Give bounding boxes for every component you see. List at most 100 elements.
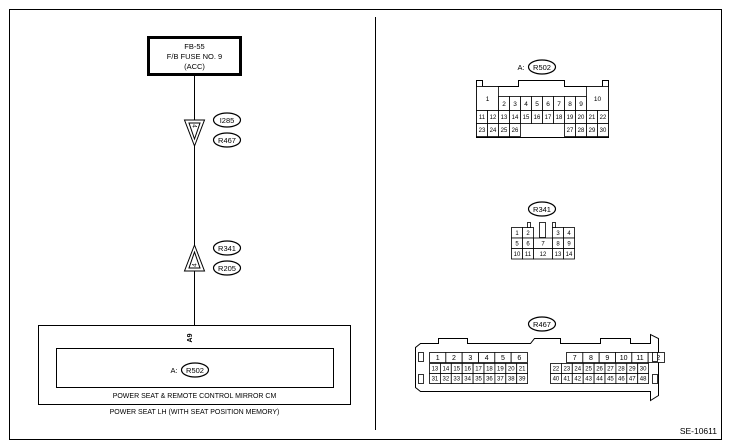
pin-label: 10 bbox=[620, 355, 628, 362]
r467-latch bbox=[652, 374, 658, 384]
pin-label: 18 bbox=[556, 115, 563, 121]
fuse-box-line2: F/B FUSE NO. 9 bbox=[167, 52, 222, 61]
pin-cell: 27 bbox=[604, 363, 617, 374]
svg-text:R502: R502 bbox=[533, 63, 551, 72]
pin-cell: 32 bbox=[439, 373, 452, 384]
pin-cell: 7 bbox=[566, 352, 584, 363]
connector-tag-r341-lower: R341 bbox=[212, 240, 242, 256]
pin-cell: 17 bbox=[542, 110, 554, 124]
pin-label: 48 bbox=[640, 377, 647, 383]
pin-cell: 29 bbox=[626, 363, 639, 374]
pin-cell: 8 bbox=[582, 352, 600, 363]
pin-cell: 16 bbox=[531, 110, 543, 124]
fuse-box-line1: FB-55 bbox=[184, 42, 204, 51]
pin-label: 13 bbox=[432, 367, 439, 373]
pin-cell: 40 bbox=[550, 373, 562, 384]
pin-cell: 23 bbox=[476, 123, 488, 137]
pin-label: 28 bbox=[618, 367, 625, 373]
pin-label: 24 bbox=[490, 128, 497, 134]
pin-label: 13 bbox=[555, 252, 562, 258]
pin-cell: 12 bbox=[487, 110, 499, 124]
pin-cell: 14 bbox=[563, 248, 575, 260]
pin-label: 3 bbox=[468, 355, 472, 362]
pin-label: 23 bbox=[564, 367, 571, 373]
pin-label: 13 bbox=[501, 115, 508, 121]
pin-cell: 1 bbox=[429, 352, 447, 363]
pin-label: 14 bbox=[512, 115, 519, 121]
svg-text:R502: R502 bbox=[186, 366, 204, 375]
pin-label: 24 bbox=[574, 367, 581, 373]
pin-cell: 24 bbox=[571, 363, 584, 374]
pin-label: 21 bbox=[519, 367, 526, 373]
pin-label: 29 bbox=[629, 367, 636, 373]
pin-label: 22 bbox=[600, 115, 607, 121]
pin-cell: 28 bbox=[575, 123, 587, 137]
pin-label: 32 bbox=[443, 377, 450, 383]
pin-cell: 4 bbox=[478, 352, 496, 363]
pin-label: 25 bbox=[501, 128, 508, 134]
pin-label: 37 bbox=[497, 377, 504, 383]
pin-label: 2 bbox=[502, 101, 506, 108]
connector-tag-r467-upper: R467 bbox=[212, 132, 242, 148]
pin-cell: 39 bbox=[516, 373, 529, 384]
cm-outer-box bbox=[38, 325, 351, 405]
pin-cell: 6 bbox=[522, 237, 534, 249]
pin-label: 9 bbox=[567, 241, 571, 247]
pin-cell: 22 bbox=[550, 363, 562, 374]
pin-label: 19 bbox=[567, 115, 574, 121]
svg-text:R341: R341 bbox=[533, 205, 551, 214]
pin-cell: 24 bbox=[487, 123, 499, 137]
pin-label: 26 bbox=[596, 367, 603, 373]
pin-cell: 11 bbox=[522, 248, 534, 260]
pin-label: 14 bbox=[566, 252, 573, 258]
r467-latch bbox=[652, 352, 658, 362]
pin-label: 33 bbox=[453, 377, 460, 383]
pin-label: 47 bbox=[629, 377, 636, 383]
pin-cell: 26 bbox=[593, 363, 606, 374]
pin-cell: 18 bbox=[483, 363, 496, 374]
pin-label: 36 bbox=[486, 377, 493, 383]
pin-label: 3 bbox=[556, 231, 560, 237]
pin-label: 1 bbox=[486, 96, 490, 103]
pin-label: 20 bbox=[578, 115, 585, 121]
pin-cell: 45 bbox=[604, 373, 617, 384]
pin-label: 7 bbox=[557, 101, 561, 108]
pin-cell: 30 bbox=[597, 123, 609, 137]
pin-cell: 30 bbox=[637, 363, 650, 374]
pin-label: 40 bbox=[553, 377, 560, 383]
pin-cell: 10 bbox=[615, 352, 633, 363]
pin-cell: 3 bbox=[509, 96, 521, 111]
connector-tag-r205: R205 bbox=[212, 260, 242, 276]
pin-label: 16 bbox=[534, 115, 541, 121]
pin-cell: 15 bbox=[520, 110, 532, 124]
pin-label: 7 bbox=[573, 355, 577, 362]
pin-cell: 3 bbox=[552, 227, 564, 239]
pin-cell: 28 bbox=[615, 363, 628, 374]
pin-cell: 6 bbox=[510, 352, 528, 363]
pin-label: 6 bbox=[526, 241, 530, 247]
lower-connector-symbol: 4 bbox=[183, 243, 206, 272]
pin-label: 25 bbox=[585, 367, 592, 373]
diagram-frame bbox=[9, 9, 722, 440]
pin-label: 19 bbox=[497, 367, 504, 373]
connector-tag-r341: R341 bbox=[527, 201, 557, 217]
pin-label: 41 bbox=[564, 377, 571, 383]
pin-cell: 7 bbox=[553, 96, 565, 111]
cm-label: POWER SEAT & REMOTE CONTROL MIRROR CM bbox=[113, 393, 277, 400]
pin-label: 8 bbox=[568, 101, 572, 108]
pin-label: 14 bbox=[443, 367, 450, 373]
pin-cell: 35 bbox=[472, 373, 485, 384]
pin-cell: 36 bbox=[483, 373, 496, 384]
pin-label: 12 bbox=[540, 252, 547, 258]
pin-label: 34 bbox=[464, 377, 471, 383]
r502-prefix: A: bbox=[517, 63, 524, 72]
pin-cell: 31 bbox=[429, 373, 441, 384]
pin-label: 31 bbox=[432, 377, 439, 383]
pin-cell: 26 bbox=[509, 123, 521, 137]
pin-label: 11 bbox=[479, 115, 486, 121]
pin-label: 42 bbox=[574, 377, 581, 383]
